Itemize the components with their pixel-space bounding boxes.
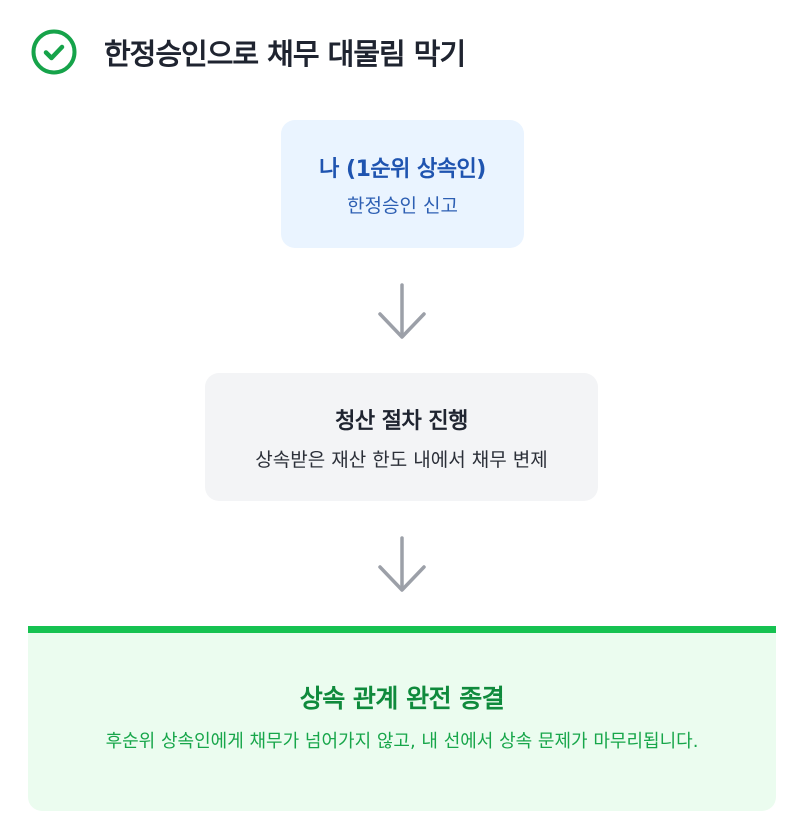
diagram-header: 한정승인으로 채무 대물림 막기 — [30, 28, 466, 76]
step-subtitle: 상속받은 재산 한도 내에서 채무 변제 — [255, 448, 548, 471]
diagram-title: 한정승인으로 채무 대물림 막기 — [104, 37, 466, 71]
step-box-declare: 나 (1순위 상속인) 한정승인 신고 — [281, 120, 524, 248]
check-circle-icon — [31, 29, 77, 75]
step-title: 나 (1순위 상속인) — [319, 156, 486, 182]
arrow-down-icon — [378, 283, 426, 339]
step-subtitle: 한정승인 신고 — [347, 194, 458, 217]
step-title: 청산 절차 진행 — [335, 408, 468, 434]
result-title: 상속 관계 완전 종결 — [299, 684, 505, 713]
result-box: 상속 관계 완전 종결 후순위 상속인에게 채무가 넘어가지 않고, 내 선에서… — [28, 626, 776, 811]
result-description: 후순위 상속인에게 채무가 넘어가지 않고, 내 선에서 상속 문제가 마무리됩… — [105, 731, 699, 752]
arrow-down-icon — [378, 536, 426, 592]
step-box-liquidation: 청산 절차 진행 상속받은 재산 한도 내에서 채무 변제 — [205, 373, 598, 501]
